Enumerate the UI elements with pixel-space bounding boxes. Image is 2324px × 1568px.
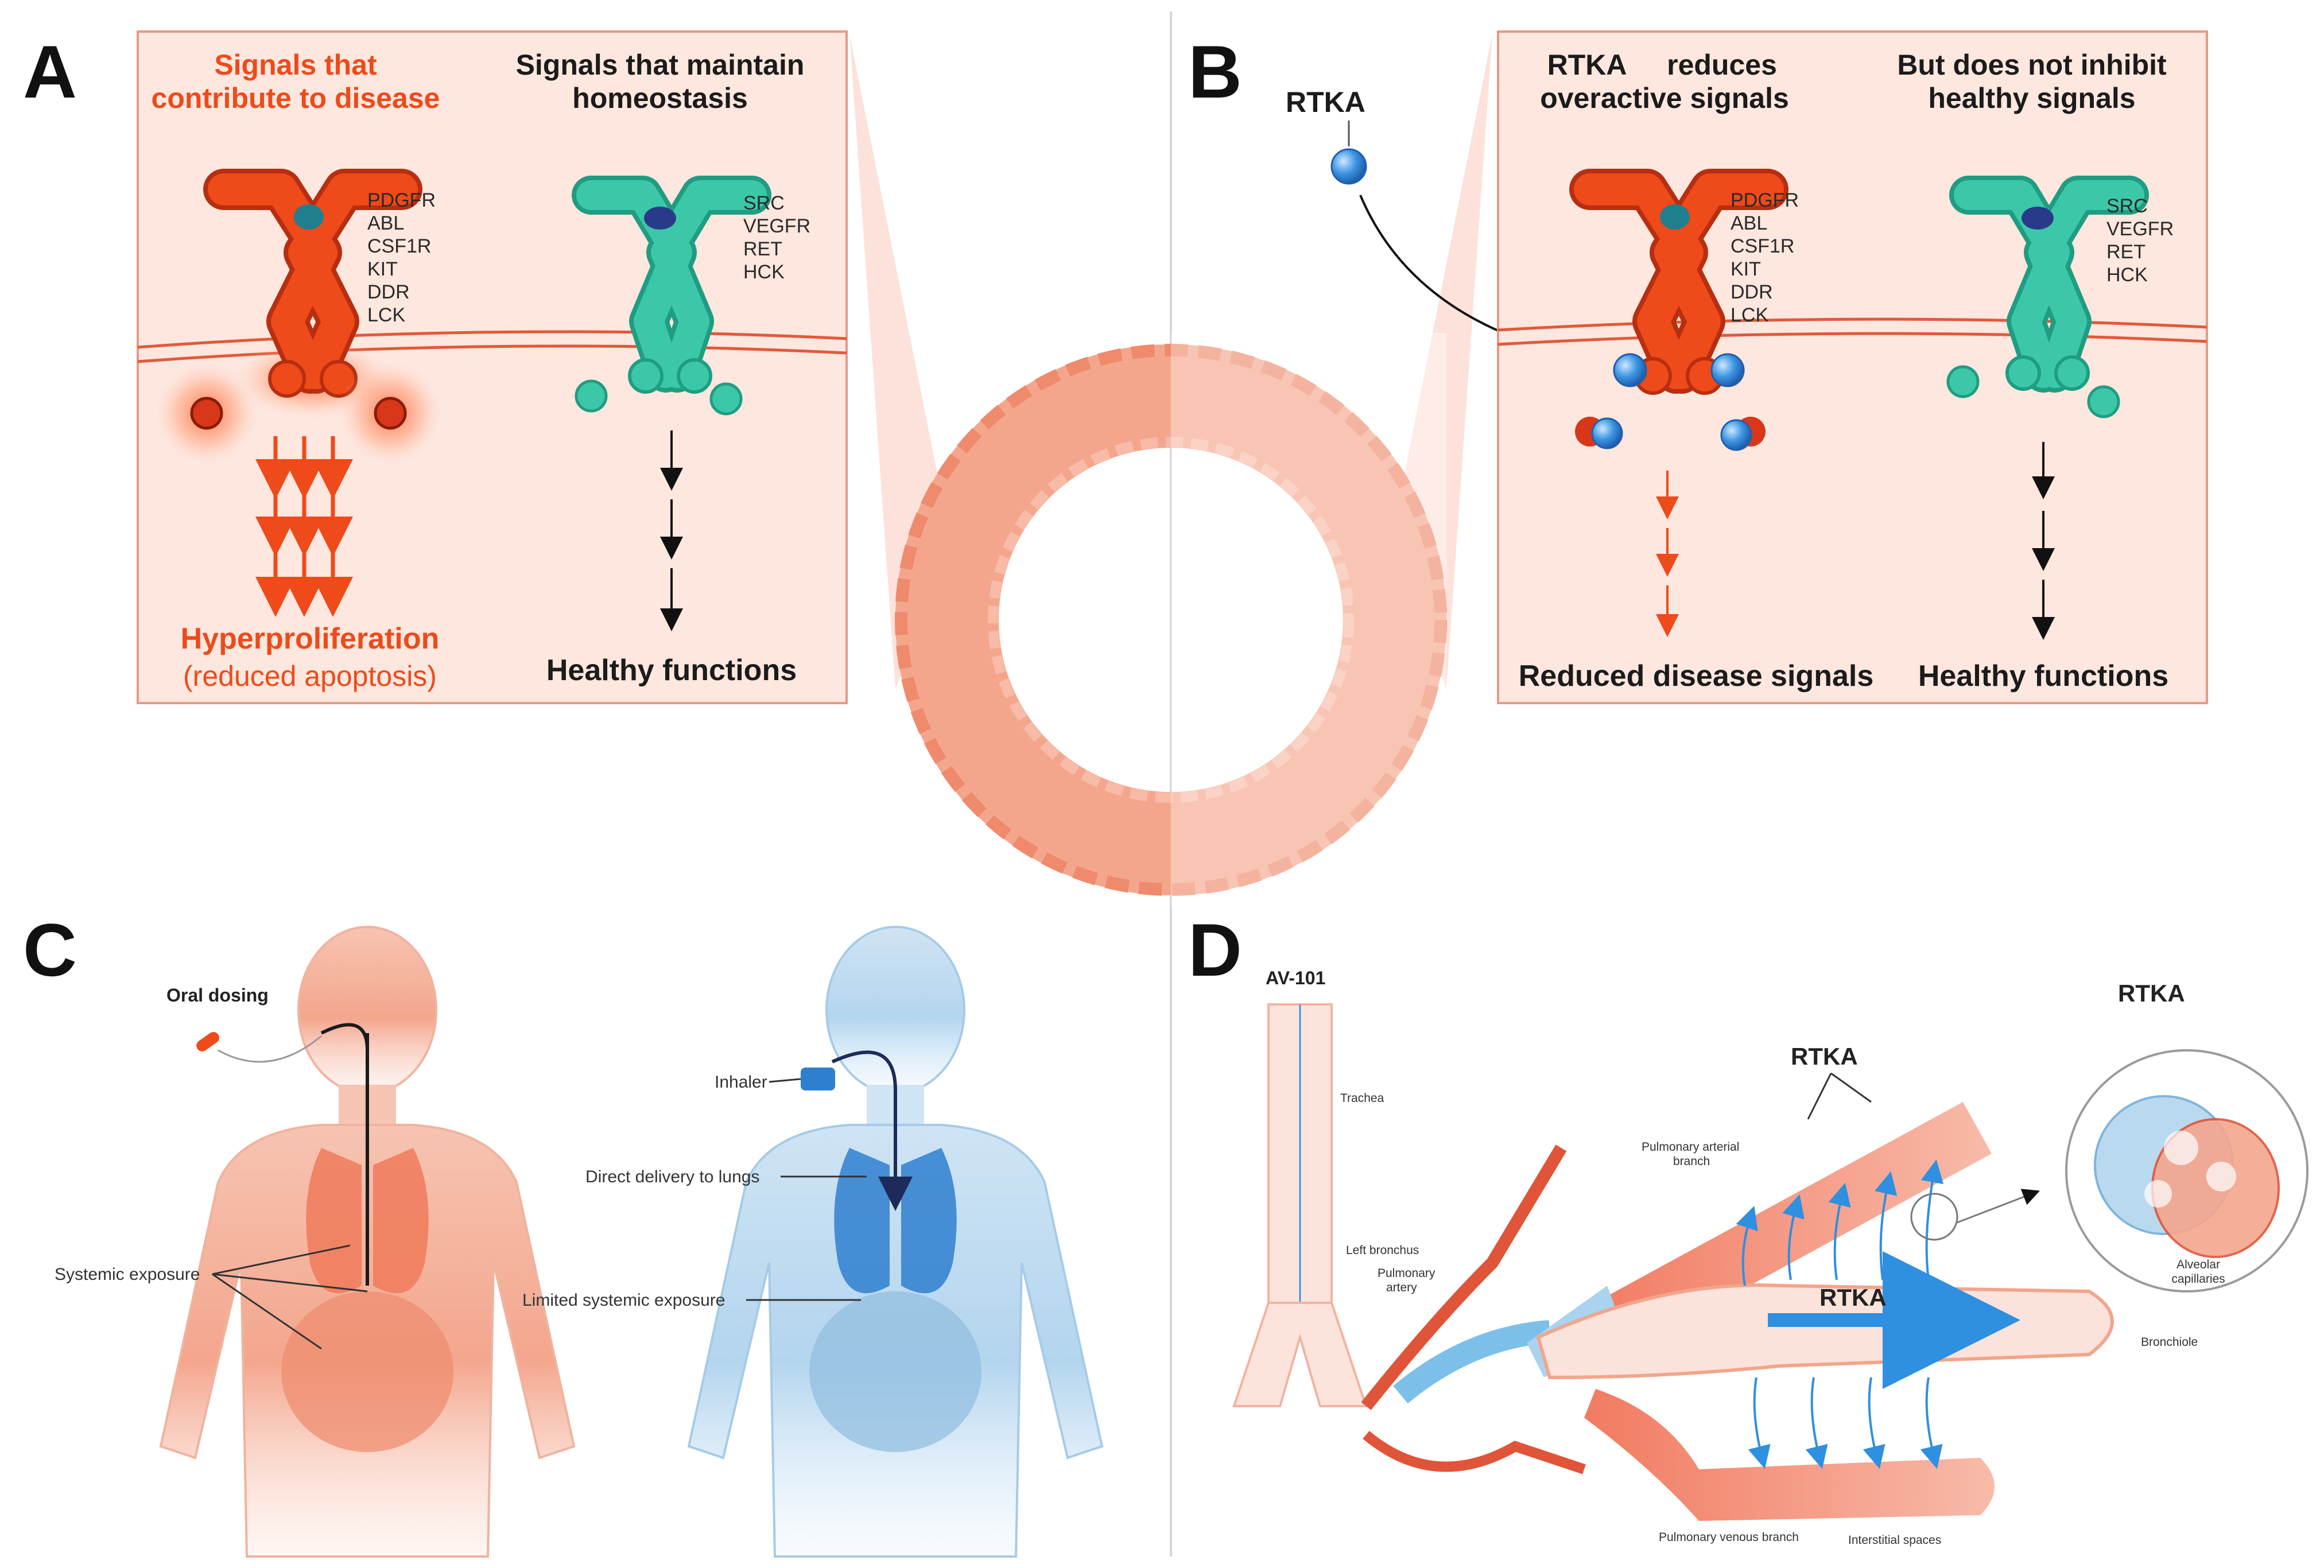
alveolar-capillaries-inset <box>2065 1049 2309 1293</box>
panel-a-green-receptor <box>572 176 771 416</box>
receptor-label: VEGFR <box>2106 218 2174 240</box>
panel-letter-b: B <box>1188 30 1242 114</box>
diffusion-arrows <box>1736 1159 1944 1469</box>
panel-a-right-outcome: Healthy functions <box>546 654 797 687</box>
limited-exposure-label: Limited systemic exposure <box>522 1291 725 1310</box>
rtka-top-leader-2 <box>1830 1072 1872 1103</box>
receptor-label: SRC <box>2106 195 2148 217</box>
panel-b-drug-molecule <box>1330 148 1367 185</box>
systemic-exposure-label: Systemic exposure <box>55 1265 200 1284</box>
alveolar-label-1: Alveolar <box>2176 1258 2220 1271</box>
receptor-label: DDR <box>1731 281 1773 303</box>
panel-b-red-receptor-list: PDGFR ABL CSF1R KIT DDR LCK <box>1731 189 1799 326</box>
receptor-label: LCK <box>367 304 405 326</box>
receptor-label: ABL <box>367 212 404 234</box>
panel-c-red-body <box>159 926 576 1558</box>
receptor-label: SRC <box>743 192 785 214</box>
panel-b-left-heading-3: overactive signals <box>1540 82 1789 114</box>
pulmonary-artery-label-2: artery <box>1386 1281 1417 1294</box>
receptor-label: DDR <box>367 281 410 303</box>
panel-a-left-outcome: Hyperproliferation <box>181 622 440 655</box>
bronchiole <box>1536 1251 2114 1389</box>
arterial-branch-label-1: Pulmonary arterial <box>1642 1140 1739 1154</box>
systemic-exposure-leaders <box>212 1244 368 1350</box>
panel-a-right-heading-2: homeostasis <box>572 82 748 114</box>
interstitial-label: Interstitial spaces <box>1848 1534 1941 1547</box>
rtka-circle-label: RTKA <box>2118 980 2185 1007</box>
receptor-label: CSF1R <box>367 235 431 257</box>
panel-letter-c: C <box>23 908 77 992</box>
direct-delivery-label: Direct delivery to lungs <box>585 1167 759 1186</box>
panel-b-left-outcome: Reduced disease signals <box>1519 659 1874 693</box>
inhaler-label: Inhaler <box>715 1073 767 1092</box>
rtka-top-label: RTKA <box>1791 1043 1858 1070</box>
panel-a-red-arrows <box>255 436 353 617</box>
inhaler-leader <box>769 1078 801 1083</box>
receptor-label: HCK <box>2106 264 2148 286</box>
receptor-label: VEGFR <box>743 215 810 237</box>
receptor-label: KIT <box>1731 258 1761 280</box>
panel-b-box <box>1497 30 2208 704</box>
receptor-label: ABL <box>1731 212 1767 234</box>
panel-b-green-receptor-list: SRC VEGFR RET HCK <box>2106 195 2174 286</box>
inhaler-icon <box>801 1068 835 1090</box>
receptor-label: PDGFR <box>1731 189 1799 211</box>
bronchiole-label: Bronchiole <box>2141 1336 2198 1349</box>
receptor-label: KIT <box>367 258 398 280</box>
panel-a-left-heading-1: Signals that <box>214 49 377 81</box>
left-bronchus-label: Left bronchus <box>1346 1244 1419 1257</box>
receptor-label: LCK <box>1731 304 1768 326</box>
receptor-label: PDGFR <box>367 189 436 211</box>
panel-a-left-heading-2: contribute to disease <box>152 82 440 114</box>
panel-a-left-outcome-sub: (reduced apoptosis) <box>183 660 437 692</box>
panel-a-active-signals <box>155 362 442 465</box>
receptor-label: HCK <box>743 261 785 283</box>
panel-b-green-receptor <box>1946 176 2149 418</box>
panel-b-right-heading-1: But does not inhibit <box>1897 49 2167 81</box>
pulmonary-artery-label-1: Pulmonary <box>1378 1267 1435 1280</box>
rtka-top-leader-1 <box>1807 1073 1832 1120</box>
pulmonary-venous-branch <box>1584 1389 1995 1521</box>
trachea <box>1232 1003 1368 1407</box>
panel-b-right-outcome: Healthy functions <box>1918 659 2168 693</box>
arterial-branch-label-2: branch <box>1673 1155 1710 1168</box>
panel-c-blue-body <box>687 926 1104 1558</box>
receptor-label: CSF1R <box>1731 235 1794 257</box>
pulmonary-vessels <box>1361 1144 1586 1474</box>
panel-a-membrane-bottom <box>137 344 847 363</box>
panel-b-drug-title: RTKA <box>1286 86 1365 118</box>
panel-letter-a: A <box>23 30 77 114</box>
panel-a-right-heading-1: Signals that maintain <box>516 49 805 81</box>
panel-b-right-heading-2: healthy signals <box>1928 82 2135 114</box>
panel-a-red-receptor-list: PDGFR ABL CSF1R KIT DDR LCK <box>367 189 436 326</box>
magnify-source-circle <box>1910 1193 1958 1241</box>
panel-b-left-heading-1: RTKA <box>1547 49 1627 81</box>
receptor-label: RET <box>2106 241 2145 263</box>
av101-label: AV-101 <box>1266 968 1325 988</box>
panel-b-membrane-bottom <box>1497 332 2207 346</box>
pill-icon <box>196 1032 322 1063</box>
oral-dosing-label: Oral dosing <box>166 985 269 1006</box>
magnify-arrow <box>1957 1189 2040 1224</box>
rtka-mid-label: RTKA <box>1819 1284 1887 1311</box>
panel-a-membrane-top <box>137 330 847 349</box>
panel-b-left-heading-2: reduces <box>1667 49 1777 81</box>
vessel-ring <box>849 34 1492 907</box>
alveolar-label-2: capillaries <box>2171 1272 2225 1286</box>
receptor-label: RET <box>743 238 782 260</box>
panel-a-green-receptor-list: SRC VEGFR RET HCK <box>743 192 810 283</box>
venous-branch-label: Pulmonary venous branch <box>1659 1531 1799 1544</box>
panel-letter-d: D <box>1188 908 1242 992</box>
panel-b-red-receptor <box>1569 169 1788 451</box>
panel-b-membrane-top <box>1497 317 2207 332</box>
trachea-label: Trachea <box>1340 1092 1384 1105</box>
